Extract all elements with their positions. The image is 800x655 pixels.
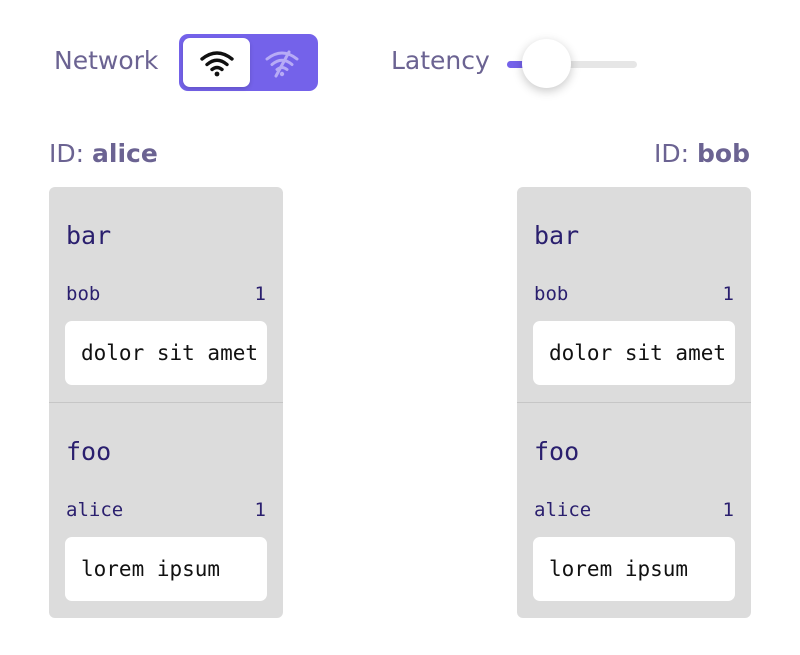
wifi-off-icon [265, 50, 299, 77]
peer-id-header: ID: bob [654, 141, 750, 166]
latency-slider-thumb[interactable] [522, 39, 571, 88]
entry-title: foo [66, 437, 112, 466]
entry-value-input[interactable] [65, 321, 267, 385]
peer-id-prefix: ID: [49, 139, 92, 168]
entry-title: bar [534, 221, 580, 250]
wifi-icon [199, 50, 234, 76]
entry-card: bar bob 1 [49, 187, 283, 402]
entry-card: bar bob 1 [517, 187, 751, 402]
entry-author: bob [534, 283, 569, 305]
entry-author: alice [66, 499, 124, 521]
entry-value-input[interactable] [533, 537, 735, 601]
toggle-offline-option[interactable] [250, 38, 314, 87]
entry-author: bob [66, 283, 101, 305]
entry-value-input[interactable] [533, 321, 735, 385]
toggle-online-option[interactable] [183, 38, 250, 87]
entry-author: alice [534, 499, 592, 521]
peer-id-name: alice [92, 139, 158, 168]
entry-title: bar [66, 221, 112, 250]
entry-count: 1 [254, 283, 266, 305]
network-toggle[interactable] [179, 34, 318, 91]
peer-id-name: bob [697, 139, 750, 168]
peer-panel-alice: bar bob 1 foo alice 1 [49, 187, 283, 618]
latency-label: Latency [391, 46, 490, 75]
entry-count: 1 [722, 499, 734, 521]
network-label: Network [54, 46, 159, 75]
latency-slider-track[interactable] [507, 61, 637, 68]
peer-id-header: ID: alice [49, 141, 158, 166]
entry-card: foo alice 1 [49, 402, 283, 618]
entry-card: foo alice 1 [517, 402, 751, 618]
entry-title: foo [534, 437, 580, 466]
peer-id-prefix: ID: [654, 139, 698, 168]
peer-panel-bob: bar bob 1 foo alice 1 [517, 187, 751, 618]
entry-value-input[interactable] [65, 537, 267, 601]
entry-count: 1 [722, 283, 734, 305]
entry-count: 1 [254, 499, 266, 521]
